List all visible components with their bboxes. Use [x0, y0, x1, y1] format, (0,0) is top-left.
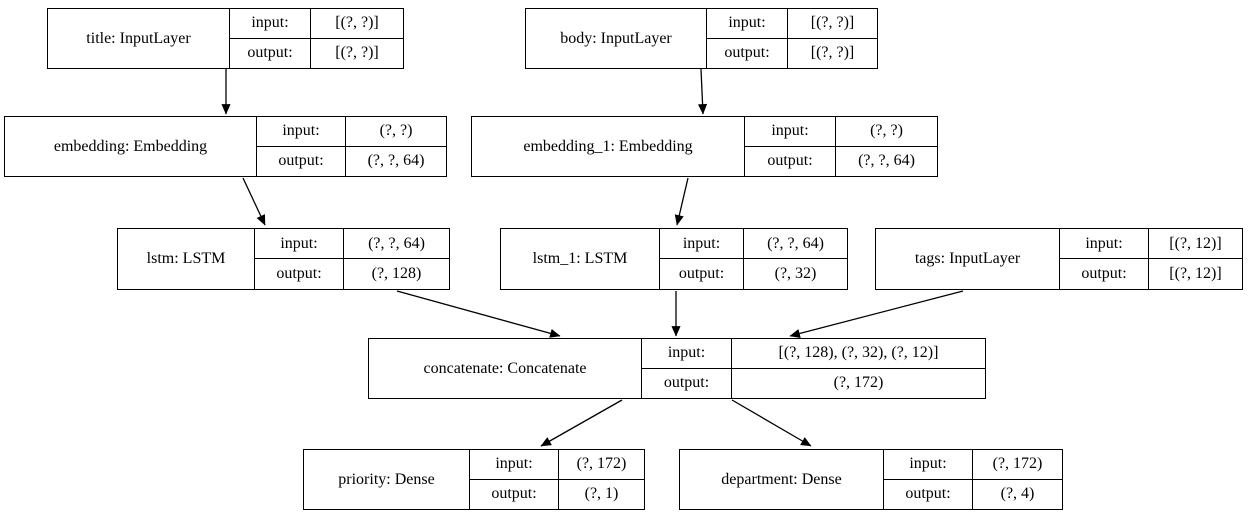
input-row-key: input: [659, 229, 744, 259]
input-shape-value: (?, ?, 64) [744, 229, 847, 259]
output-row-key: output: [254, 259, 344, 289]
output-row-key: output: [256, 146, 346, 176]
output-shape-value: [(?, ?)] [335, 44, 379, 62]
layer-label: embedding: Embedding [53, 137, 208, 155]
node-lstm_1: lstm_1: LSTM input: (?, ?, 64) output: (… [500, 228, 848, 290]
edge-embedding_1-to-lstm_1 [674, 177, 689, 226]
output-shape-value: (?, ?, 64) [367, 152, 425, 170]
output-row-key: output: [883, 479, 973, 509]
input-row-key: input: [744, 117, 836, 147]
output-shape-value: (?, 172) [833, 374, 884, 392]
layer-label: body: InputLayer [560, 29, 672, 47]
node-title: title: InputLayer input: [(?, ?)] output… [47, 8, 404, 69]
node-embedding_1: embedding_1: Embedding input: (?, ?) out… [471, 116, 938, 177]
edge-body-to-embedding_1 [697, 68, 708, 115]
edge-lstm-to-concatenate [396, 290, 561, 338]
node-concatenate: concatenate: Concatenate input: [(?, 128… [368, 338, 986, 399]
input-shape-value: (?, 172) [559, 450, 644, 480]
input-shape-value: [(?, ?)] [311, 9, 403, 39]
node-body: body: InputLayer input: [(?, ?)] output:… [525, 8, 878, 69]
node-lstm: lstm: LSTM input: (?, ?, 64) output: (?,… [117, 228, 450, 290]
layer-label: concatenate: Concatenate [423, 359, 587, 377]
output-row-key: output: [469, 479, 559, 509]
output-shape-value: [(?, ?)] [810, 44, 855, 62]
node-department: department: Dense input: (?, 172) output… [679, 449, 1063, 510]
output-row-key: output: [659, 259, 744, 289]
layer-label: lstm: LSTM [146, 250, 226, 267]
input-row-key: input: [254, 229, 344, 259]
node-priority: priority: Dense input: (?, 172) output: … [303, 449, 645, 510]
output-shape-value: (?, 1) [584, 485, 619, 503]
output-row-key: output: [706, 38, 788, 68]
edge-tags-to-concatenate [789, 290, 964, 338]
output-shape-value: (?, 128) [371, 265, 422, 282]
input-shape-value: [(?, 12)] [1149, 229, 1242, 259]
input-shape-value: (?, ?, 64) [344, 229, 449, 259]
output-row-key: output: [744, 146, 836, 176]
layer-label: tags: InputLayer [914, 250, 1021, 267]
output-row-key: output: [1059, 259, 1149, 289]
output-shape-value: (?, 32) [774, 265, 817, 282]
input-shape-value: (?, ?) [346, 117, 446, 147]
output-shape-value: [(?, 12)] [1169, 265, 1222, 282]
output-row-key: output: [229, 38, 311, 68]
input-row-key: input: [883, 450, 973, 480]
input-row-key: input: [256, 117, 346, 147]
input-shape-value: [(?, 128), (?, 32), (?, 12)] [732, 339, 985, 369]
output-row-key: output: [641, 368, 732, 398]
layer-label: priority: Dense [338, 470, 435, 488]
input-row-key: input: [469, 450, 559, 480]
output-shape-value: (?, ?, 64) [858, 152, 915, 170]
input-shape-value: (?, 172) [973, 450, 1062, 480]
output-shape-value: (?, 4) [1000, 485, 1035, 503]
input-shape-value: [(?, ?)] [788, 9, 877, 39]
input-row-key: input: [641, 339, 732, 369]
node-tags: tags: InputLayer input: [(?, 12)] output… [875, 228, 1243, 290]
input-shape-value: (?, ?) [836, 117, 937, 147]
edge-embedding-to-lstm [242, 177, 266, 226]
edge-concatenate-to-department [731, 399, 812, 447]
edge-concatenate-to-priority [540, 399, 623, 447]
layer-label: embedding_1: Embedding [523, 137, 693, 155]
input-row-key: input: [1059, 229, 1149, 259]
layer-label: title: InputLayer [86, 29, 191, 47]
input-row-key: input: [706, 9, 788, 39]
layer-label: lstm_1: LSTM [532, 250, 628, 267]
layer-label: department: Dense [721, 470, 842, 488]
node-embedding: embedding: Embedding input: (?, ?) outpu… [4, 116, 447, 177]
input-row-key: input: [229, 9, 311, 39]
